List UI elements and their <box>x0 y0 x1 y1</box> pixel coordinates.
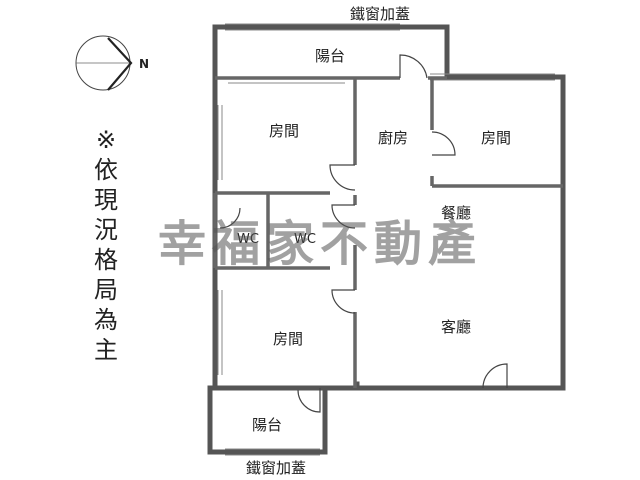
door-balcony-top <box>399 54 428 79</box>
side-note-char: 局 <box>94 276 118 304</box>
room-labels: 陽台 房間 廚房 房間 WC WC 餐廳 客廳 房間 陽台 <box>237 47 511 434</box>
annotation-bottom-window-cover: 鐵窗加蓋 <box>246 459 306 477</box>
watermark-text: 幸福家不動產 <box>158 216 482 272</box>
side-note-text: ※依現況格局為主 <box>94 126 118 364</box>
door-bedroom-top <box>329 164 356 191</box>
room-kitchen: 廚房 <box>378 129 408 147</box>
room-balcony-bottom: 陽台 <box>252 416 282 434</box>
room-living: 客廳 <box>441 318 471 336</box>
compass-north-letter: N <box>139 57 149 71</box>
room-bedroom-left-bottom: 房間 <box>273 330 303 348</box>
room-wc-1: WC <box>237 232 259 247</box>
side-note: ※依現況格局為主 <box>94 126 118 364</box>
side-note-char: 為 <box>94 306 118 334</box>
interior-walls <box>213 76 563 388</box>
compass-north-arrow-icon <box>107 37 133 91</box>
room-wc-2: WC <box>294 232 316 247</box>
room-balcony-top: 陽台 <box>315 47 345 65</box>
door-bedroom-bottom <box>331 289 356 314</box>
door-wc-1 <box>331 204 356 229</box>
doors <box>219 54 508 413</box>
side-note-char: 況 <box>94 216 118 244</box>
room-bedroom-right: 房間 <box>481 129 511 147</box>
door-wc-2 <box>219 207 241 229</box>
compass: N <box>75 35 149 91</box>
door-main <box>482 363 508 389</box>
side-note-char: 依 <box>94 156 118 184</box>
door-balcony-bottom <box>297 388 321 413</box>
room-bedroom-left-top: 房間 <box>269 122 299 140</box>
room-dining: 餐廳 <box>441 204 471 222</box>
annotations: 鐵窗加蓋 鐵窗加蓋 <box>246 5 410 477</box>
side-note-char: 格 <box>94 246 118 274</box>
door-bedroom-right <box>431 131 456 156</box>
side-note-char: 現 <box>94 186 118 214</box>
side-note-char: ※ <box>96 126 116 154</box>
annotation-top-window-cover: 鐵窗加蓋 <box>350 5 410 23</box>
side-note-char: 主 <box>94 336 118 364</box>
